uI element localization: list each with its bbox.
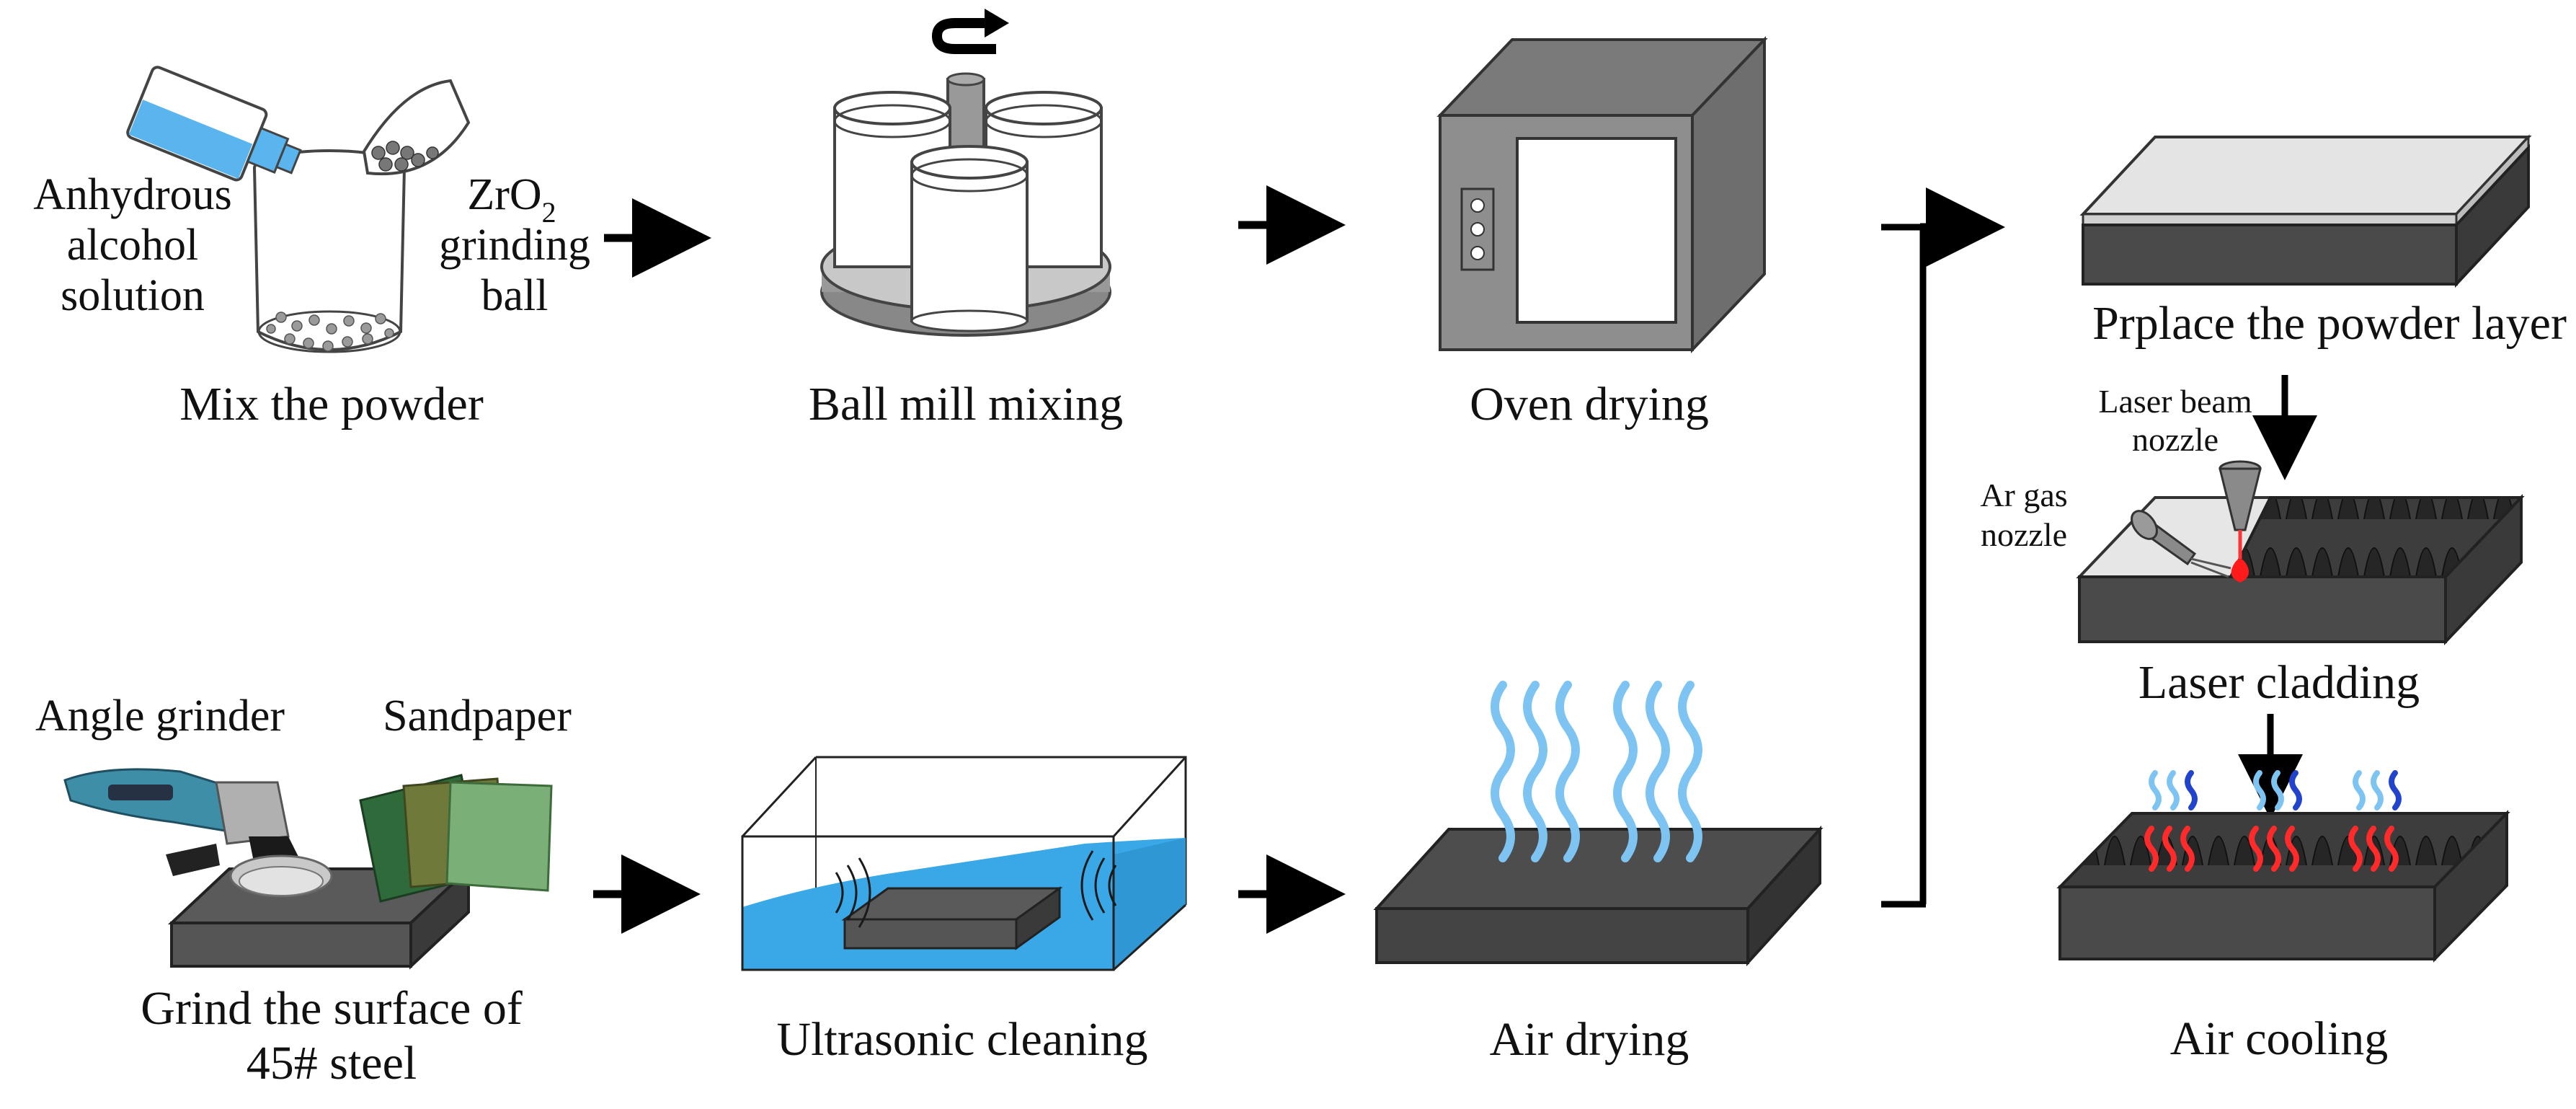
- label-zro2-subscript: 2: [542, 196, 556, 229]
- laser-beam-nozzle-icon: [2219, 460, 2262, 559]
- zro2-ball-scoop-icon: [362, 79, 471, 176]
- label-ar-gas-line1: Ar gas: [1980, 477, 2067, 513]
- caption-ball-mill: Ball mill mixing: [809, 378, 1123, 430]
- mix-powder-step: Anhydrous alcohol solution ZrO2 grinding…: [33, 66, 590, 430]
- ultrasonic-tank-icon: [741, 756, 1187, 971]
- melt-pool-icon: [2231, 559, 2249, 583]
- ultrasonic-cleaning-step: Ultrasonic cleaning: [741, 756, 1187, 1066]
- label-zro2-line2: grinding: [439, 221, 590, 270]
- caption-oven-drying: Oven drying: [1470, 378, 1709, 430]
- ball-mill-icon: [820, 72, 1111, 337]
- label-zro2-line3: ball: [481, 271, 548, 320]
- cladding-plate-icon: [2076, 494, 2525, 645]
- label-zro2-main: ZrO: [467, 170, 541, 219]
- label-alcohol-line3: solution: [61, 271, 205, 320]
- label-alcohol-line1: Anhydrous: [33, 170, 232, 219]
- oven-icon: [1436, 36, 1768, 353]
- beaker-icon: [253, 149, 406, 353]
- sandpaper-icon: [359, 774, 553, 903]
- label-alcohol-line2: alcohol: [67, 221, 199, 270]
- rotation-arrow-icon: [931, 9, 1009, 54]
- caption-mix-powder: Mix the powder: [179, 378, 484, 430]
- label-angle-grinder: Angle grinder: [35, 692, 285, 741]
- label-ar-gas-line2: nozzle: [1981, 516, 2067, 553]
- caption-laser-cladding: Laser cladding: [2138, 656, 2420, 709]
- label-laser-beam-line1: Laser beam: [2098, 383, 2252, 420]
- label-zro2-line1: ZrO2: [467, 170, 556, 229]
- grind-surface-step: Angle grinder Sandpaper Grind the surfac…: [35, 692, 572, 1090]
- air-drying-heat-waves-icon: [1491, 681, 1702, 862]
- label-laser-beam-line2: nozzle: [2132, 421, 2219, 458]
- air-drying-step: Air drying: [1373, 681, 1824, 1066]
- caption-air-drying: Air drying: [1490, 1013, 1689, 1066]
- bracket-connector: [1881, 187, 2005, 908]
- preplaced-plate-icon: [2079, 134, 2532, 288]
- cooling-plate-icon: [2056, 810, 2510, 963]
- angle-grinder-icon: [63, 768, 333, 898]
- caption-grind-line1: Grind the surface of: [141, 982, 523, 1035]
- airdry-plate-icon: [1373, 825, 1824, 967]
- ball-mill-step: Ball mill mixing: [809, 9, 1123, 430]
- caption-air-cooling: Air cooling: [2170, 1012, 2388, 1065]
- ar-gas-nozzle-icon: [2131, 510, 2231, 578]
- oven-step: Oven drying: [1436, 36, 1768, 430]
- caption-ultrasonic-cleaning: Ultrasonic cleaning: [777, 1013, 1148, 1066]
- preplace-step: Prplace the powder layer: [2079, 134, 2567, 480]
- laser-cladding-step: Laser beam nozzle Ar gas nozzle Laser cl…: [1980, 383, 2525, 819]
- air-cooling-step: Air cooling: [2056, 770, 2510, 1065]
- label-sandpaper: Sandpaper: [383, 692, 572, 741]
- caption-grind-line2: 45# steel: [247, 1037, 417, 1090]
- alcohol-bottle-icon: [126, 66, 302, 182]
- caption-preplace-powder: Prplace the powder layer: [2092, 297, 2567, 350]
- cooling-heat-waves-icon: [2144, 770, 2402, 872]
